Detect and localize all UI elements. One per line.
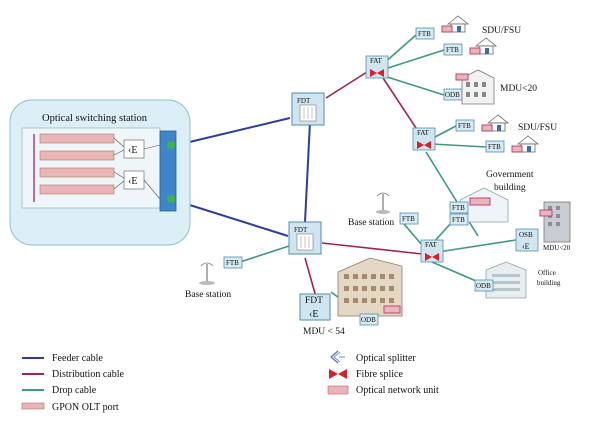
mdu-lt20-small-label: MDU<20 [543,244,571,252]
station-title: Optical switching station [42,113,148,124]
legend-onu-label: Optical network unit [356,385,439,396]
large-building-icon [337,257,403,317]
svg-text:ODB: ODB [476,282,491,290]
optical-switching-station: Optical switching station ‹E ‹E [9,99,191,246]
patch-panel [159,130,177,212]
svg-text:FDT: FDT [294,226,308,234]
port-connector-1 [167,141,175,149]
svg-text:‹E: ‹E [128,145,137,156]
odb-office: ODB [474,279,494,292]
svg-text:FDT: FDT [297,97,311,105]
svg-text:FTB: FTB [488,143,501,151]
sdu-fsu-label-top: SDU/FSU [482,26,521,36]
svg-text:FTB: FTB [452,216,465,224]
ftb-gov-1: FTB [449,201,469,214]
tall-building-icon [539,201,571,243]
legend-splitter-label: Optical splitter [356,353,416,364]
house-icon [481,114,509,132]
antenna-icon [199,262,215,285]
base-station-label-right: Base station [348,218,394,228]
gov-building-label-2: building [494,183,526,193]
legend-drop-label: Drop cable [52,385,97,396]
svg-text:FTB: FTB [418,30,431,38]
svg-text:FAT: FAT [370,57,383,65]
svg-text:OSB: OSB [519,231,533,239]
office-building-icon [485,261,527,299]
ftb-sdu-second: FTB [443,43,463,56]
house-icon [441,15,469,33]
sdu-fsu-label-mid: SDU/FSU [518,123,557,133]
ftb-base-station-left: FTB [223,256,243,269]
fibre-splice-icon [329,369,347,379]
olt-port-1 [39,133,115,144]
svg-text:FTB: FTB [446,46,459,54]
ftb-base-station-right: FTB [399,212,419,225]
fat-top: FAT [365,55,389,79]
ftb-gov-2: FTB [449,213,469,226]
svg-text:FTB: FTB [458,122,471,130]
svg-text:FAT: FAT [417,129,430,137]
ftb-sdu-top: FTB [415,27,435,40]
house-icon [511,135,539,153]
legend-olt-port-label: GPON OLT port [52,402,119,413]
fdt-middle: FDT [288,221,322,255]
house-icon [469,37,497,55]
svg-text:FAT: FAT [425,241,438,249]
base-station-label-left: Base station [185,290,231,300]
legend-olt-port-swatch [21,402,45,410]
fat-middle: FAT [412,127,436,151]
svg-text:‹E: ‹E [309,309,318,320]
olt-port-2 [39,150,115,161]
ftb-sdu-mid-2: FTB [485,140,505,153]
legend-feeder-label: Feeder cable [52,353,103,364]
svg-text:FTB: FTB [402,215,415,223]
feeder-cables [176,117,311,237]
gov-building-label-1: Government [486,170,534,180]
fdt-top: FDT [291,92,325,126]
government-building-icon [459,187,509,223]
svg-text:ODB: ODB [445,91,460,99]
distribution-cables [304,71,423,298]
apartment-building-icon [455,69,495,105]
legend-splice-label: Fibre splice [356,369,403,380]
svg-text:FTB: FTB [452,204,465,212]
antenna-icon [376,192,390,214]
legend-onu-swatch [327,385,349,395]
osb-node: OSB ‹E [515,228,539,252]
fat-bottom: FAT [420,239,444,263]
ftb-sdu-mid-1: FTB [455,119,475,132]
svg-text:‹E: ‹E [522,242,530,251]
olt-port-3 [39,167,115,178]
svg-text:FTB: FTB [226,259,239,267]
svg-text:FDT: FDT [305,296,323,306]
odb-mdu54: ODB [359,313,379,326]
mdu-lt20-label: MDU<20 [500,84,537,94]
legend: Feeder cable Distribution cable Drop cab… [21,350,439,413]
office-building-label-2: building [537,279,561,287]
svg-text:ODB: ODB [361,316,376,324]
odb-mdu-top: ODB [443,88,463,101]
splitter-icon [330,350,345,364]
office-building-label-1: Office [538,269,556,277]
mdu-lt54-label: MDU < 54 [303,327,345,337]
olt-port-4 [39,184,115,195]
fdt-bottom: FDT ‹E [299,293,331,321]
port-connector-2 [167,195,175,203]
legend-distribution-label: Distribution cable [52,369,124,380]
svg-text:‹E: ‹E [128,176,137,187]
